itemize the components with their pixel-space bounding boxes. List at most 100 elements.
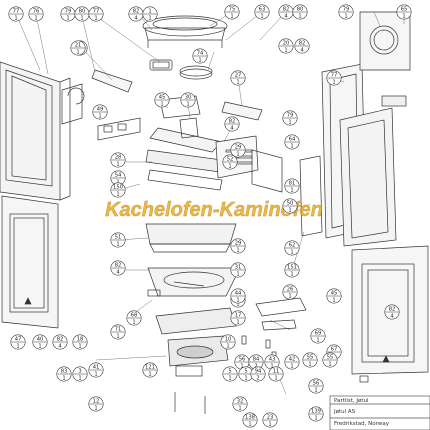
callout-17: 171	[230, 310, 246, 326]
callout-part-number: 47	[15, 337, 22, 343]
callout-quantity: 1	[298, 13, 301, 19]
callout-part-number: 65	[401, 7, 408, 13]
callout-quantity: 1	[240, 363, 243, 369]
callout-part-number: 68	[131, 313, 138, 319]
callout-quantity: 1	[332, 79, 335, 85]
callout-82: 824	[224, 116, 240, 132]
callout-quantity: 1	[274, 375, 277, 381]
ash-pan	[145, 223, 241, 377]
callout-quantity: 1	[16, 343, 19, 349]
callout-21: 211	[70, 40, 86, 56]
callout-71: 711	[110, 324, 126, 340]
callout-quantity: 4	[58, 343, 62, 349]
callout-quantity: 4	[230, 125, 234, 131]
callout-quantity: 1	[98, 113, 101, 119]
callout-part-number: 45	[331, 291, 338, 297]
callout-quantity: 1	[228, 375, 231, 381]
callout-quantity: 1	[308, 361, 311, 367]
left-front-panel	[1, 195, 59, 329]
callout-31: 311	[230, 262, 246, 278]
callout-part-number: 77	[93, 9, 100, 15]
callout-32: 321	[232, 396, 248, 412]
callout-part-number: 55	[307, 355, 314, 361]
callout-quantity: 1	[328, 361, 331, 367]
callout-part-number: 79	[65, 9, 72, 15]
callout-80: 801	[74, 6, 90, 22]
callout-part-number: 45	[159, 95, 166, 101]
callout-part-number: 74	[197, 51, 204, 57]
callout-part-number: 42	[289, 357, 296, 363]
callout-55: 551	[322, 352, 338, 368]
callout-quantity: 1	[94, 371, 97, 377]
callout-part-number: 44	[235, 291, 242, 297]
callout-12: 121	[88, 396, 104, 412]
callout-part-number: 94	[255, 369, 262, 375]
callout-quantity: 1	[236, 319, 239, 325]
callout-part-number: 54	[115, 173, 122, 179]
callout-65: 651	[396, 4, 412, 20]
callout-quantity: 4	[390, 313, 394, 319]
callout-quantity: 1	[116, 333, 119, 339]
callout-quantity: 1	[288, 207, 291, 213]
callout-74: 741	[192, 48, 208, 64]
title-block-frame	[329, 395, 430, 430]
callout-part-number: 55	[327, 355, 334, 361]
callout-26: 261	[282, 284, 298, 300]
callout-29: 291	[230, 238, 246, 254]
callout-quantity: 1	[236, 297, 239, 303]
callout-quantity: 1	[314, 415, 317, 421]
callout-quantity: 1	[38, 343, 41, 349]
callout-part-number: 3	[78, 369, 81, 375]
callout-quantity: 1	[260, 13, 263, 19]
callout-10: 101	[220, 334, 236, 350]
callout-part-number: 50	[287, 201, 294, 207]
callout-quantity: 1	[62, 375, 65, 381]
callout-44: 441	[230, 288, 246, 304]
callout-quantity: 1	[270, 363, 273, 369]
callout-quantity: 1	[34, 15, 37, 21]
callout-part-number: 75	[229, 7, 236, 13]
callout-52: 521	[222, 154, 238, 170]
callout-quantity: 1	[80, 15, 83, 21]
callout-30: 301	[180, 92, 196, 108]
callout-quantity: 1	[236, 79, 239, 85]
callout-45: 451	[154, 92, 170, 108]
callout-quantity: 1	[288, 293, 291, 299]
callout-part-number: 82	[389, 307, 396, 313]
callout-27: 271	[230, 70, 246, 86]
callout-80: 801	[292, 4, 308, 20]
callout-63: 631	[254, 4, 270, 20]
callout-quantity: 1	[248, 421, 251, 427]
callout-part-number: 151	[287, 265, 297, 271]
callout-quantity: 1	[290, 187, 293, 193]
callout-quantity: 4	[300, 47, 304, 53]
callout-quantity: 1	[76, 49, 79, 55]
callout-quantity: 1	[226, 343, 229, 349]
callout-part-number: 23	[267, 415, 274, 421]
right-door	[299, 63, 397, 247]
callout-part-number: 79	[343, 7, 350, 13]
callout-part-number: 79	[287, 113, 294, 119]
callout-part-number: 5	[244, 369, 247, 375]
callout-76: 761	[28, 6, 44, 22]
watermark-text: Kachelofen-Kaminofen	[105, 199, 323, 221]
callout-part-number: 12	[93, 399, 100, 405]
callout-81: 811	[284, 178, 300, 194]
callout-part-number: 71	[115, 327, 122, 333]
callout-part-number: 138	[245, 415, 255, 421]
callout-40: 401	[32, 334, 48, 350]
callout-20: 201	[278, 38, 294, 54]
callout-quantity: 1	[284, 47, 287, 53]
callout-quantity: 1	[116, 191, 119, 197]
callout-82: 824	[384, 304, 400, 320]
callout-3: 31	[72, 366, 88, 382]
callout-quantity: 1	[78, 375, 81, 381]
right-top-panel	[359, 11, 411, 107]
callout-part-number: 82	[57, 337, 64, 343]
callout-quantity: 4	[284, 13, 288, 19]
callout-83: 831	[56, 366, 72, 382]
callout-79: 791	[60, 6, 76, 22]
callout-23: 231	[262, 412, 278, 428]
callout-quantity: 2	[256, 375, 259, 381]
